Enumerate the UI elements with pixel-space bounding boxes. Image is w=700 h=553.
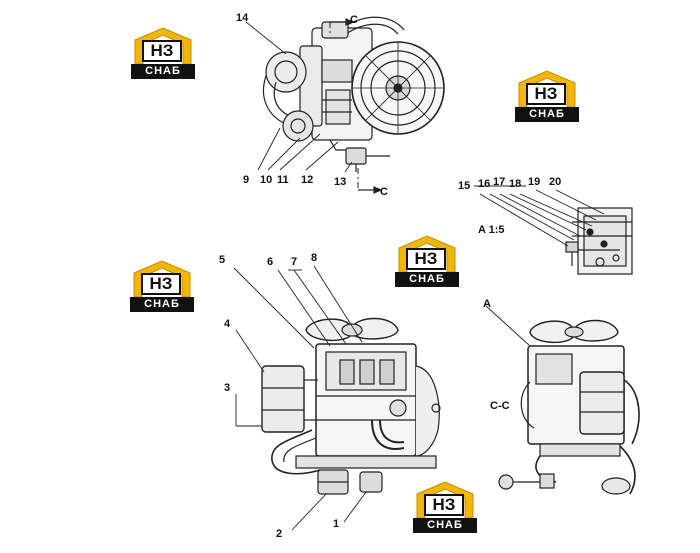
logo-caption: СНАБ [515,107,579,122]
callout-18: 18 [509,178,522,190]
callout-10: 10 [260,174,273,186]
callout-7: 7 [291,256,298,268]
section-cut-label-bottom: C [380,186,388,198]
callout-5: 5 [219,254,226,266]
callout-17: 17 [493,176,506,188]
callout-15: 15 [458,180,471,192]
logo-letters: НЗ [142,40,182,62]
engine-top-view [245,16,445,194]
callout-8: 8 [311,252,318,264]
section-cc-view [485,305,640,495]
callout-11: 11 [277,174,289,186]
logo-letters: НЗ [141,273,181,295]
brand-logo-2: НЗ СНАБ [515,69,579,125]
callout-2: 2 [276,528,283,540]
callout-20: 20 [549,176,562,188]
section-cut-label-top: C [350,14,358,26]
callout-14: 14 [236,12,249,24]
brand-logo-1: НЗ СНАБ [131,26,195,82]
brand-logo-3: НЗ СНАБ [395,234,459,290]
logo-caption: СНАБ [131,64,195,79]
callout-6: 6 [267,256,274,268]
logo-caption: СНАБ [130,297,194,312]
logo-letters: НЗ [424,494,464,516]
callout-13: 13 [334,176,347,188]
callout-19: 19 [528,176,541,188]
callout-1: 1 [333,518,340,530]
logo-caption: СНАБ [413,518,477,533]
detail-a-marker: A [483,298,491,310]
logo-letters: НЗ [406,248,446,270]
brand-logo-5: НЗ СНАБ [413,480,477,536]
brand-logo-4: НЗ СНАБ [130,259,194,315]
callout-9: 9 [243,174,250,186]
engine-front-view [233,265,441,531]
callout-16: 16 [478,178,491,190]
detail-a-view [474,185,633,275]
callout-12: 12 [301,174,314,186]
detail-a-scale-label: A 1:5 [478,224,505,236]
logo-letters: НЗ [526,83,566,105]
callout-4: 4 [224,318,231,330]
logo-caption: СНАБ [395,272,459,287]
callout-3: 3 [224,382,231,394]
section-cc-label: C-C [490,400,510,412]
